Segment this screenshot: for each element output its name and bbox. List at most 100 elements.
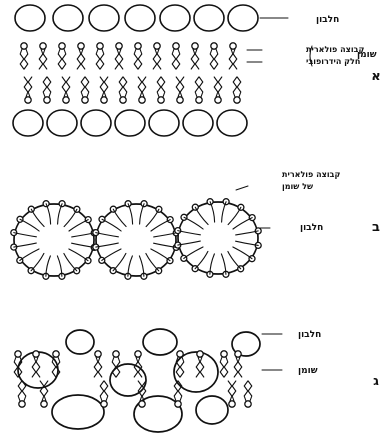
panel-a-lipid-top-5-tail — [115, 49, 119, 69]
panel-c-protein-8 — [196, 396, 228, 424]
panel-c-lipid-bottom-4-tail — [174, 381, 178, 401]
panel-a-lipid-bottom-2-tail — [62, 77, 66, 97]
panel-a-lipid-top-2-tail — [58, 49, 62, 69]
panel-a-lipid-top-8-tail — [176, 49, 180, 69]
panel-b-polar-label-line1: קבוצה פולארית — [282, 170, 340, 179]
panel-a-lipid-top-9-head — [192, 43, 198, 49]
panel-c-lipid-top-4-head — [113, 351, 119, 357]
panel-a-protein-label: חלבון — [316, 15, 339, 25]
panel-c-lipid-bottom-5-head — [229, 401, 235, 407]
panel-c-protein-label: חלבון — [298, 330, 321, 340]
panel-a-lipid-bottom-10-tail — [218, 77, 222, 97]
panel-a-lipid-bottom-8-tail — [176, 77, 180, 97]
panel-c-lipid-bottom-5-tail — [232, 381, 236, 401]
panel-b-protein-sphere-1 — [96, 204, 176, 276]
panel-a-hydrophobic-label: חלק הידרופובי — [306, 57, 360, 66]
panel-a-lipid-bottom-5-head — [120, 97, 126, 103]
panel-a-lipid-bottom-9-tail — [195, 77, 199, 97]
panel-a-protein-bottom-3 — [115, 110, 145, 136]
panel-a-lipid-top-10-tail — [214, 49, 218, 69]
panel-b-polar-leader — [236, 186, 248, 190]
panel-c-lipid-top-1-head — [33, 351, 39, 357]
panel-a-lipid-top-9-tail — [191, 49, 195, 69]
panel-a-lipid-bottom-2-tail — [66, 77, 70, 97]
panel-a-lipid-top-4-tail — [100, 49, 104, 69]
panel-c-lipid-top-3-tail — [98, 357, 102, 377]
panel-a-lipid-bottom-9-tail — [199, 77, 203, 97]
panel-b-labels: ב קבוצה פולארית של שומן חלבון — [282, 170, 380, 235]
panel-a-lipid-top-2-head — [59, 43, 65, 49]
panel-b-letter: ב — [372, 220, 380, 235]
panel-a-lipid-bottom-3-tail — [85, 77, 89, 97]
panel-a-lipid-bottom-4-head — [101, 97, 107, 103]
panel-c-lipid-top-9-head — [235, 351, 241, 357]
panel-a-lipid-top-0-tail — [20, 49, 24, 69]
panel-a-lipid-top-9-tail — [195, 49, 199, 69]
panel-a-lipid-top-4-tail — [96, 49, 100, 69]
panel-a-lipid-top-1-tail — [39, 49, 43, 69]
panel-c-lipid-bottom-0-tail — [18, 381, 22, 401]
panel-a-polar-group-label: קבוצה פולארית — [306, 45, 364, 54]
panel-a-protein-top-1 — [53, 5, 83, 31]
panel-a-lipid-top-0-tail — [24, 49, 28, 69]
panel-a-protein-bottom-1 — [47, 110, 77, 136]
panel-a-lipid-bottom-0-head — [25, 97, 31, 103]
panel-a-lipid-top-6-tail — [138, 49, 142, 69]
panel-a-protein-top-2 — [89, 5, 119, 31]
panel-a-lipid-top-8-tail — [172, 49, 176, 69]
panel-b-protein-sphere-2 — [178, 202, 258, 274]
panel-c-labels: ג חלבון שומן — [298, 330, 379, 389]
panel-c-lipid-bottom-4-head — [175, 401, 181, 407]
panel-c-letter: ג — [373, 374, 379, 389]
panel-a-lipid-bottom-6-tail — [138, 77, 142, 97]
panel-c-lipid-top-5-head — [135, 351, 141, 357]
panel-c-lipid-bottom-0-head — [19, 401, 25, 407]
panel-c-protein-0 — [66, 330, 94, 354]
panel-c-protein-6 — [52, 395, 104, 429]
panel-a-lipid-bottom-0-tail — [24, 77, 28, 97]
panel-a-lipid-top-6-tail — [134, 49, 138, 69]
panel-a-letter: א — [371, 69, 380, 84]
panel-a-lipid-bottom-7-tail — [157, 77, 161, 97]
panel-a-lipid-bottom-11-tail — [233, 77, 237, 97]
panel-c-lipid-top-2-head — [53, 351, 59, 357]
panel-a-lipid-top-3-tail — [81, 49, 85, 69]
panel-c-lipid-bottom-1-head — [41, 401, 47, 407]
panel-a-lipid-top-7-tail — [157, 49, 161, 69]
panel-a-lipid-bottom-8-head — [177, 97, 183, 103]
panel-a-lipid-top-11-tail — [233, 49, 237, 69]
panel-a-protein-bottom-6 — [217, 110, 247, 136]
panel-c-lipid-bottom-5-tail — [228, 381, 232, 401]
panel-a-labels: א חלבון שומן קבוצה פולארית חלק הידרופובי — [306, 15, 381, 84]
panel-c-lipid-top-0-head — [15, 351, 21, 357]
panel-a-lipid-bottom-1-tail — [47, 77, 51, 97]
panel-c-lipid-top-3-tail — [94, 357, 98, 377]
panel-c-protein-5 — [174, 352, 218, 392]
panel-a-lipid-top-11-tail — [229, 49, 233, 69]
panel-a-lipid-bottom-6-tail — [142, 77, 146, 97]
panel-a-lipid-bottom-9-head — [196, 97, 202, 103]
panel-c-lipid-bottom-6-tail — [248, 381, 252, 401]
panel-c-lipid-top-9-tail — [238, 357, 242, 377]
panel-c-lipid-top-8-tail — [220, 357, 224, 377]
panel-a-protein-top-3 — [125, 5, 155, 31]
panel-a-lipid-top-10-tail — [210, 49, 214, 69]
panel-a-lipid-bottom-3-tail — [81, 77, 85, 97]
panel-c-lipid-top-6-head — [177, 351, 183, 357]
panel-b-protein-sphere-0 — [14, 204, 94, 276]
panel-a-lipid-bottom-6-head — [139, 97, 145, 103]
panel-a-lipid-bottom-10-tail — [214, 77, 218, 97]
panel-a-lipid-top-6-head — [135, 43, 141, 49]
panel-a-lipid-top-0-head — [21, 43, 27, 49]
panel-c-protein-1 — [143, 329, 177, 355]
panel-a-lipid-top-8-head — [173, 43, 179, 49]
panel-a-protein-top-4 — [160, 5, 190, 31]
panel-a-lipid-top-7-head — [154, 43, 160, 49]
panel-a-lipid-top-1-head — [40, 43, 46, 49]
panel-c-lipid-label: שומן — [298, 366, 318, 376]
panel-c-lipid-bottom-6-tail — [244, 381, 248, 401]
panel-c-lipid-top-8-head — [221, 351, 227, 357]
panel-a-lipid-bottom-3-head — [82, 97, 88, 103]
panel-a-lipid-bottom-8-tail — [180, 77, 184, 97]
